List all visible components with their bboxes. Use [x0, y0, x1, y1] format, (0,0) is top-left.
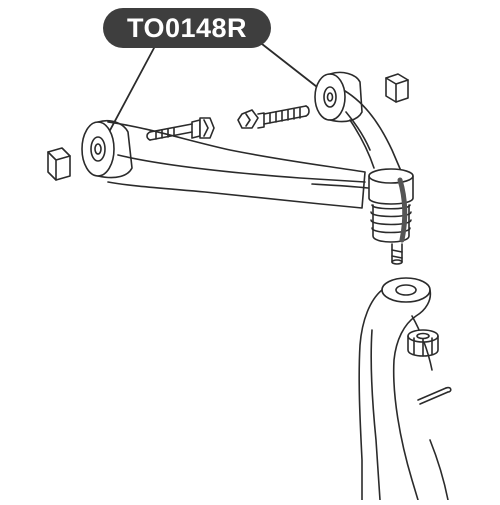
castle-nut — [407, 329, 439, 357]
nut-left — [47, 147, 71, 181]
ball-joint — [368, 168, 414, 265]
bushing-right — [314, 71, 363, 123]
bolt-right — [237, 105, 310, 129]
part-number-label: TO0148R — [103, 8, 271, 48]
cotter-pin — [417, 386, 452, 405]
bolt-left — [146, 117, 215, 141]
leader-lines — [107, 43, 327, 135]
bushing-left — [81, 119, 133, 179]
nut-top-right — [385, 73, 409, 103]
upper-control-arm — [107, 87, 405, 209]
steering-knuckle — [358, 277, 449, 501]
